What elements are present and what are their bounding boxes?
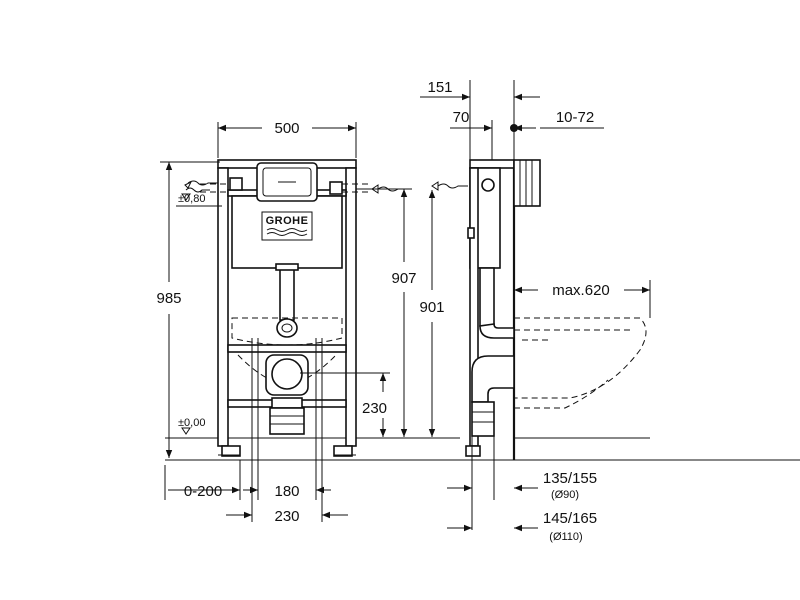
frame-right-foot bbox=[333, 445, 353, 457]
side-water-inlet-icon bbox=[431, 181, 468, 191]
right-inlet-valve bbox=[329, 181, 343, 195]
frame-mid-crossbar bbox=[227, 344, 347, 353]
dim-wall-range: 10-72 bbox=[556, 109, 594, 126]
dim-drain-height: 230 bbox=[362, 400, 387, 417]
dim-flush-height: 907 bbox=[391, 270, 416, 287]
dim-bowl-projection: max.620 bbox=[552, 282, 610, 299]
frame-left-foot bbox=[221, 445, 241, 457]
left-inlet-valve bbox=[229, 177, 243, 191]
dim-outlet-a-dia: (Ø90) bbox=[551, 489, 579, 501]
level-top-water-icon bbox=[185, 187, 210, 193]
frame-left-upright bbox=[217, 167, 229, 447]
side-drain-elbow bbox=[471, 355, 515, 403]
brand-logo-box bbox=[261, 211, 313, 241]
dim-frame-height: 901 bbox=[419, 299, 444, 316]
brand-logo-text: GROHE bbox=[266, 215, 309, 227]
drain-outlet bbox=[271, 358, 303, 390]
dim-bottom-offset: 0-200 bbox=[184, 483, 222, 500]
dim-width: 500 bbox=[274, 120, 299, 137]
side-view: 151 70 10-72 901 max.620 135/155 (Ø90) 1… bbox=[419, 79, 651, 543]
dim-depth-total: 151 bbox=[427, 79, 452, 96]
side-drain-pipe bbox=[471, 401, 495, 437]
dim-overall-height: 985 bbox=[156, 290, 181, 307]
cistern-body bbox=[231, 195, 343, 269]
dim-outlet-b: 145/165 bbox=[543, 510, 597, 527]
mounting-bolts bbox=[251, 338, 323, 362]
dim-outlet-b-dia: (Ø110) bbox=[549, 531, 582, 543]
bowl-outline-side bbox=[514, 317, 647, 399]
dim-drain-spacing: 230 bbox=[274, 508, 299, 525]
side-inlet bbox=[481, 178, 495, 192]
dim-outlet-a: 135/155 bbox=[543, 470, 597, 487]
side-flush-pipe bbox=[479, 267, 495, 327]
level-floor-label: ±0,00 bbox=[178, 417, 205, 429]
dim-bracket-spacing: 180 bbox=[274, 483, 299, 500]
wall-reference-dot bbox=[510, 124, 518, 132]
dim-depth-partial: 70 bbox=[453, 109, 470, 126]
frame-right-upright bbox=[345, 167, 357, 447]
level-top-label: ±0,80 bbox=[178, 193, 205, 205]
wall-fitting bbox=[513, 159, 541, 207]
bowl-outline-front bbox=[231, 317, 343, 346]
side-top-bracket bbox=[469, 159, 515, 169]
flush-pipe-bend bbox=[276, 318, 298, 338]
flush-pipe bbox=[279, 267, 295, 321]
drain-pipe bbox=[269, 407, 305, 435]
front-view: GROHE bbox=[156, 120, 800, 525]
